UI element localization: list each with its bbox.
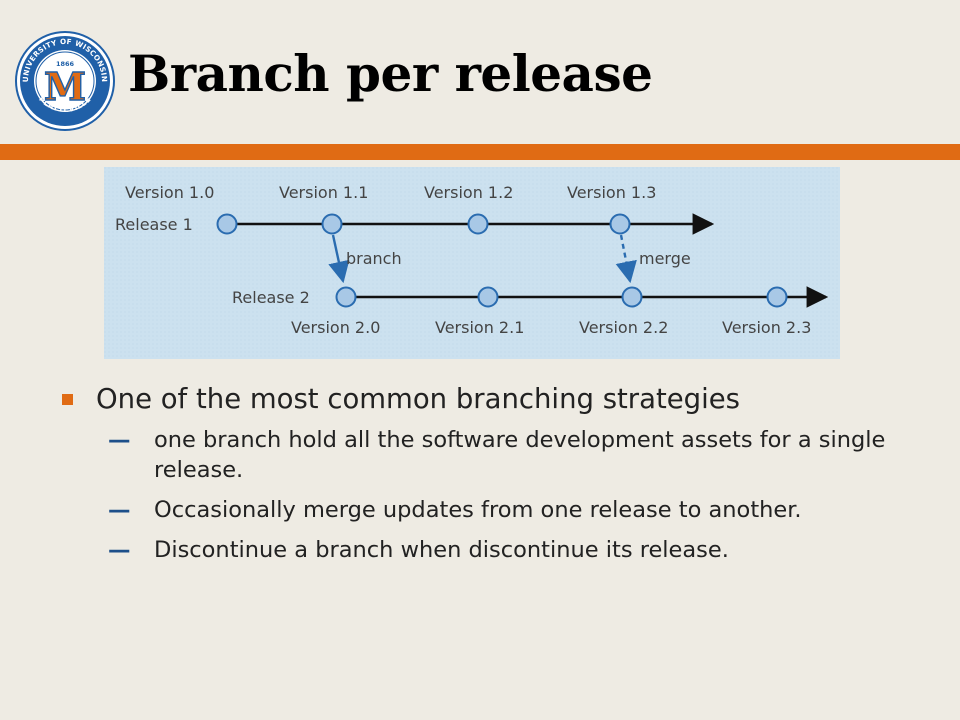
merge-arrow (615, 234, 637, 284)
svg-text:M: M (44, 64, 86, 109)
merge-label: merge (639, 249, 691, 268)
release1-version-label: Version 1.2 (424, 183, 513, 202)
release2-version-label: Version 2.1 (435, 318, 524, 337)
release1-version-label: Version 1.0 (125, 183, 214, 202)
diagram-background (104, 167, 840, 359)
bullet-list: One of the most common branching strateg… (58, 382, 938, 576)
release2-version-label: Version 2.2 (579, 318, 668, 337)
slide-title: Branch per release (128, 44, 653, 103)
dash-bullet-icon: — (108, 496, 131, 523)
release1-label: Release 1 (115, 215, 193, 234)
bullet-text: One of the most common branching strateg… (96, 383, 741, 415)
release2-version-node (477, 286, 499, 308)
release1-version-node (216, 213, 238, 235)
release1-version-node (609, 213, 631, 235)
sub-bullet-item: — Discontinue a branch when discontinue … (108, 536, 938, 565)
release1-version-label: Version 1.1 (279, 183, 368, 202)
release2-version-label: Version 2.3 (722, 318, 811, 337)
bullet-item: One of the most common branching strateg… (58, 382, 938, 416)
release2-version-node (766, 286, 788, 308)
release1-version-node (321, 213, 343, 235)
sub-bullet-item: — Occasionally merge updates from one re… (108, 496, 938, 525)
release2-label: Release 2 (232, 288, 310, 307)
release2-version-label: Version 2.0 (291, 318, 380, 337)
dash-bullet-icon: — (108, 427, 131, 454)
sub-bullet-item: — one branch hold all the software devel… (108, 426, 938, 485)
release1-version-node (467, 213, 489, 235)
sub-bullet-list: — one branch hold all the software devel… (58, 426, 938, 565)
title-divider (0, 144, 960, 160)
university-logo: UNIVERSITY OF WISCONSIN PLATTEVILLE 1866… (15, 31, 115, 131)
branch-label: branch (346, 249, 402, 268)
svg-text:1866: 1866 (56, 60, 75, 68)
sub-bullet-text: one branch hold all the software develop… (154, 427, 886, 483)
release2-version-node (621, 286, 643, 308)
release2-version-node (335, 286, 357, 308)
branch-arrow (328, 234, 350, 284)
sub-bullet-text: Discontinue a branch when discontinue it… (154, 537, 729, 564)
dash-bullet-icon: — (108, 537, 131, 564)
release1-version-label: Version 1.3 (567, 183, 656, 202)
branch-diagram: branch merge Release 1 Release 2 Version… (104, 167, 840, 359)
sub-bullet-text: Occasionally merge updates from one rele… (154, 496, 802, 523)
square-bullet-icon (62, 394, 73, 405)
